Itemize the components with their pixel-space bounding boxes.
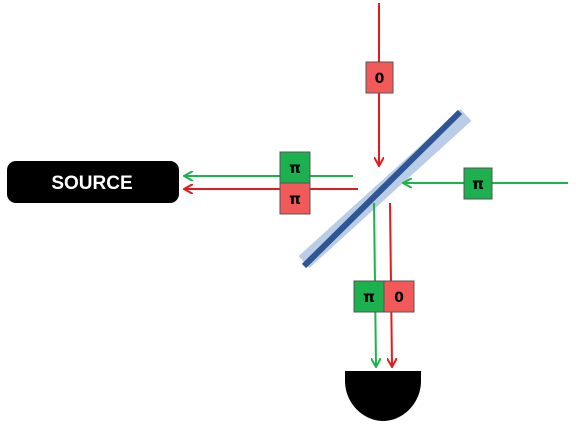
phase-label: π [289,159,301,177]
phase-label: 0 [375,71,385,87]
phase-badge-to-detector-green: π [353,280,385,313]
phase-label: 0 [394,290,404,306]
beam-splitter-mirror-icon [298,109,472,269]
phase-badge-bg [463,167,493,200]
phase-badge-incoming-right: π [463,167,493,200]
phase-label: π [289,190,301,208]
source-box-shape [7,161,179,203]
phase-badge-bg [365,61,394,94]
source-label: SOURCE [51,173,132,194]
phase-badge-bg [383,280,415,313]
phase-badge-to-detector-red: 0 [383,280,415,313]
phase-badge-incoming-top: 0 [365,61,394,94]
phase-badge-bg [279,151,311,184]
phase-label: π [363,288,375,306]
source-box: SOURCE [7,161,179,203]
phase-label: π [472,175,484,193]
phase-badge-to-source-red: π [279,182,311,215]
mirror-glass [301,109,463,269]
detector-cup-icon [345,371,421,421]
phase-badge-to-source-green: π [279,151,311,184]
phase-badge-bg [279,182,311,215]
